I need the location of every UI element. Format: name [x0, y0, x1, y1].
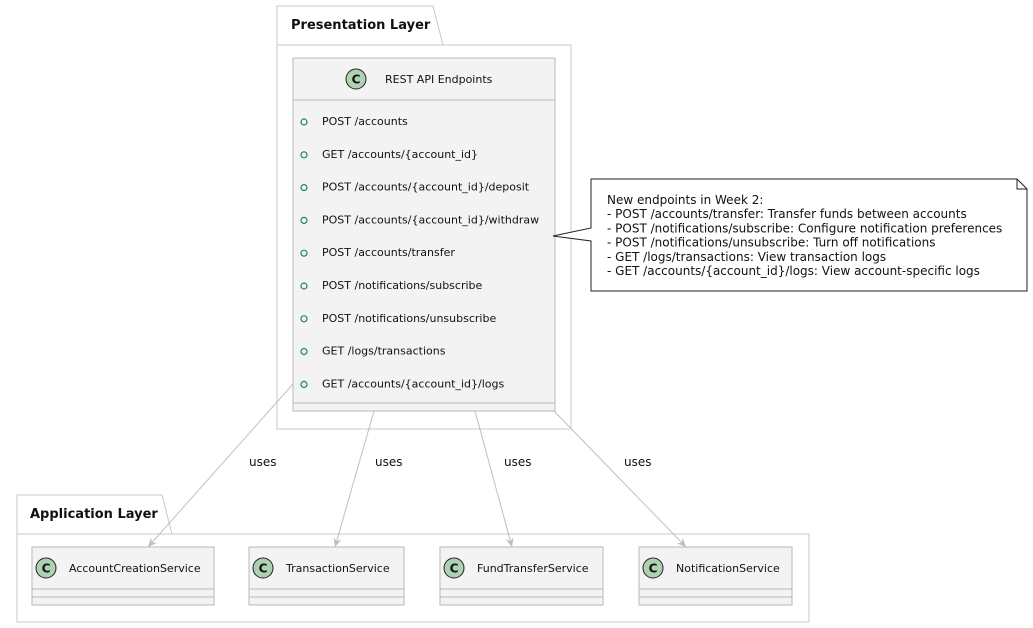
- relation-arrow: [333, 410, 375, 548]
- relation-arrow: [147, 383, 294, 548]
- endpoint-item: POST /accounts/{account_id}/deposit: [300, 181, 530, 194]
- endpoint-item: POST /accounts/transfer: [300, 246, 455, 259]
- rest-api-class-name: REST API Endpoints: [385, 73, 493, 86]
- class-stereotype-icon: C: [345, 68, 367, 90]
- service-name: NotificationService: [676, 562, 780, 575]
- endpoint-label: POST /accounts: [322, 115, 408, 128]
- uses-relation: uses: [553, 410, 687, 548]
- uses-relation: uses: [474, 410, 532, 548]
- class-stereotype-icon: C: [252, 557, 274, 579]
- endpoint-item: GET /logs/transactions: [300, 345, 446, 358]
- endpoint-label: GET /logs/transactions: [322, 345, 446, 358]
- note-line: - POST /notifications/subscribe: Configu…: [607, 221, 1002, 235]
- note-line: - POST /notifications/unsubscribe: Turn …: [607, 236, 935, 250]
- application-layer-title: Application Layer: [30, 507, 158, 522]
- public-visibility-icon: [300, 151, 308, 159]
- class-stereotype-icon: C: [642, 557, 664, 579]
- endpoint-label: POST /accounts/transfer: [322, 246, 455, 259]
- service-name: FundTransferService: [477, 562, 589, 575]
- svg-text:C: C: [450, 562, 459, 576]
- public-visibility-icon: [300, 249, 308, 257]
- services-group: C AccountCreationService C TransactionServi…: [31, 546, 793, 606]
- relation-label: uses: [249, 455, 277, 469]
- note-line: - GET /accounts/{account_id}/logs: View …: [607, 264, 980, 278]
- week2-note: New endpoints in Week 2:- POST /accounts…: [552, 178, 1028, 292]
- note-line: New endpoints in Week 2:: [607, 193, 763, 207]
- service-class-notification-service[interactable]: C NotificationService: [638, 546, 793, 606]
- public-visibility-icon: [300, 348, 308, 356]
- svg-text:C: C: [352, 73, 361, 87]
- endpoint-label: POST /notifications/subscribe: [322, 279, 483, 292]
- note-text-block: New endpoints in Week 2:- POST /accounts…: [607, 193, 1002, 278]
- class-stereotype-icon: C: [35, 557, 57, 579]
- relation-label: uses: [375, 455, 403, 469]
- endpoint-label: GET /accounts/{account_id}/logs: [322, 377, 504, 390]
- endpoint-item: GET /accounts/{account_id}/logs: [300, 377, 504, 390]
- endpoint-label: POST /accounts/{account_id}/withdraw: [322, 213, 539, 226]
- public-visibility-icon: [300, 315, 308, 323]
- presentation-layer-title: Presentation Layer: [291, 18, 431, 33]
- uses-relation: uses: [333, 410, 403, 548]
- service-class-fund-transfer-service[interactable]: C FundTransferService: [439, 546, 604, 606]
- relations-group: uses uses uses uses: [147, 383, 687, 548]
- class-stereotype-icon: C: [443, 557, 465, 579]
- note-line: - POST /accounts/transfer: Transfer fund…: [607, 207, 967, 221]
- uses-relation: uses: [147, 383, 294, 548]
- public-visibility-icon: [300, 216, 308, 224]
- service-class-transaction-service[interactable]: C TransactionService: [248, 546, 405, 606]
- service-name: TransactionService: [285, 562, 390, 575]
- relation-arrow: [553, 410, 687, 548]
- note-line: - GET /logs/transactions: View transacti…: [607, 250, 886, 264]
- endpoint-item: POST /notifications/subscribe: [300, 279, 483, 292]
- public-visibility-icon: [300, 118, 308, 126]
- svg-text:C: C: [42, 562, 51, 576]
- endpoint-item: POST /accounts/{account_id}/withdraw: [300, 213, 539, 226]
- endpoint-label: GET /accounts/{account_id}: [322, 148, 478, 161]
- svg-text:C: C: [649, 562, 658, 576]
- public-visibility-icon: [300, 184, 308, 192]
- service-class-account-creation-service[interactable]: C AccountCreationService: [31, 546, 215, 606]
- endpoint-label: POST /accounts/{account_id}/deposit: [322, 181, 530, 194]
- endpoint-item: POST /notifications/unsubscribe: [300, 312, 496, 325]
- endpoint-label: POST /notifications/unsubscribe: [322, 312, 496, 325]
- svg-text:C: C: [259, 562, 268, 576]
- service-name: AccountCreationService: [69, 562, 201, 575]
- relation-arrow: [474, 410, 514, 548]
- public-visibility-icon: [300, 380, 308, 388]
- endpoint-item: POST /accounts: [300, 115, 408, 128]
- public-visibility-icon: [300, 282, 308, 290]
- relation-label: uses: [504, 455, 532, 469]
- endpoint-item: GET /accounts/{account_id}: [300, 148, 478, 161]
- relation-label: uses: [624, 455, 652, 469]
- application-layer-package: Application Layer: [16, 494, 810, 623]
